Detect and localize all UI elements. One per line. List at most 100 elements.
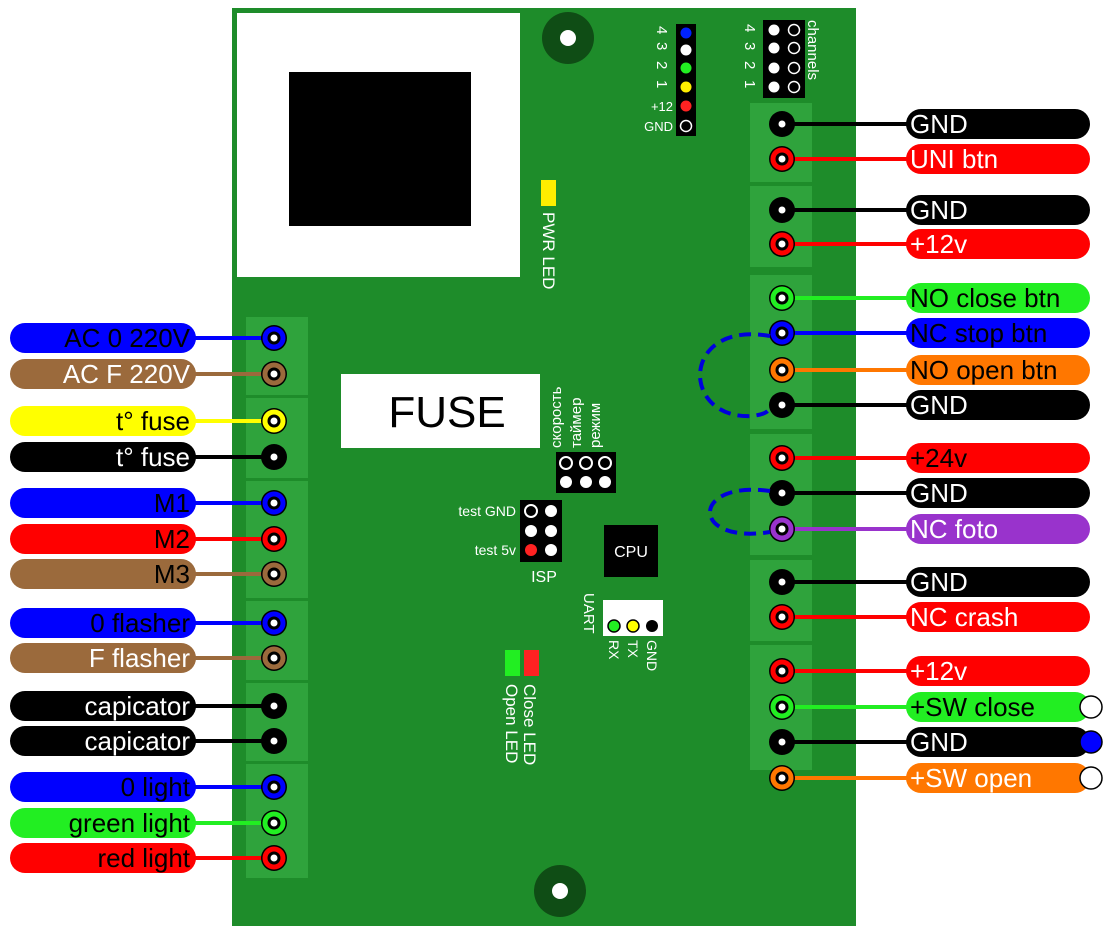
left-wire-tag <box>10 691 196 721</box>
right-screw-center <box>778 613 786 621</box>
right-screw-ring <box>770 393 794 417</box>
mode-header <box>556 452 616 493</box>
left-screw-center <box>270 570 278 578</box>
right-wire: +SW close <box>769 692 1090 722</box>
left-wire: AC F 220V <box>10 359 287 389</box>
radio-num-1: 1 <box>653 80 670 88</box>
right-wire-tag <box>906 602 1090 632</box>
radio-header <box>676 24 696 136</box>
right-wire-tag <box>906 144 1090 174</box>
left-wire-tag <box>10 524 196 554</box>
left-wire-tag <box>10 359 196 389</box>
sw-indicator-dot <box>1079 695 1103 719</box>
left-wire-tag <box>10 323 196 353</box>
left-wire-label: t° fuse <box>116 442 190 472</box>
left-wire-label: AC 0 220V <box>64 323 190 353</box>
right-screw-ring <box>770 358 794 382</box>
mode-label-mode: режим <box>587 403 604 448</box>
right-wire-label: GND <box>910 727 968 757</box>
isp-label: ISP <box>531 569 557 586</box>
left-screw-center <box>270 654 278 662</box>
left-wire: capicator <box>10 691 287 721</box>
radio-num-3: 3 <box>653 42 670 50</box>
close-led <box>524 650 539 676</box>
right-wire-label: UNI btn <box>910 144 998 174</box>
right-wire-label: GND <box>910 478 968 508</box>
left-wire-label: M3 <box>154 559 190 589</box>
right-screw-ring <box>770 147 794 171</box>
isp-header <box>520 500 562 562</box>
right-wire-tag <box>906 478 1090 508</box>
right-wire: +12v <box>769 656 1090 686</box>
left-screw-ring <box>262 729 286 753</box>
left-screw-ring <box>262 409 286 433</box>
left-screw-center <box>270 737 278 745</box>
mode-label-speed: скорость <box>548 386 565 448</box>
right-wire-tag <box>906 727 1090 757</box>
left-wire-tag <box>10 843 196 873</box>
right-wire-label: NC crash <box>910 602 1018 632</box>
left-screw-center <box>270 783 278 791</box>
radio-num-4: 4 <box>653 26 670 34</box>
right-wire-label: GND <box>910 390 968 420</box>
left-screw-center <box>270 417 278 425</box>
channel-num-2: 2 <box>741 61 758 69</box>
left-wire-label: capicator <box>85 691 191 721</box>
left-wire: AC 0 220V <box>10 323 287 353</box>
right-wire-label: +12v <box>910 656 967 686</box>
right-screw-center <box>778 206 786 214</box>
right-screw-center <box>778 525 786 533</box>
right-screw-ring <box>770 517 794 541</box>
left-wire: F flasher <box>10 643 287 673</box>
left-screw-ring <box>262 491 286 515</box>
left-screw-ring <box>262 562 286 586</box>
left-wire-tag <box>10 406 196 436</box>
right-wire-label: NO close btn <box>910 283 1060 313</box>
right-wire-label: +24v <box>910 443 967 473</box>
right-screw-center <box>778 667 786 675</box>
right-wire: +24v <box>769 443 1090 473</box>
right-wire-label: GND <box>910 109 968 139</box>
left-wire-tag <box>10 488 196 518</box>
channels-label: channels <box>804 20 821 80</box>
right-wire-label: NC foto <box>910 514 998 544</box>
right-wire-label: NO open btn <box>910 355 1057 385</box>
radio-gnd-label: GND <box>644 119 673 134</box>
left-wire: M2 <box>10 524 287 554</box>
right-screw-ring <box>770 730 794 754</box>
right-wire: NO open btn <box>769 355 1090 385</box>
pwr-led-label: PWR LED <box>539 212 558 289</box>
cpu-label: CPU <box>614 544 648 561</box>
left-wire-tag <box>10 608 196 638</box>
left-screw-center <box>270 535 278 543</box>
mounting-hole-top <box>542 12 594 64</box>
right-wire: GND <box>769 567 1090 597</box>
left-screw-ring <box>262 326 286 350</box>
right-wire-label: +SW close <box>910 692 1035 722</box>
left-wire-label: AC F 220V <box>63 359 191 389</box>
right-screw-center <box>778 294 786 302</box>
right-wire: +12v <box>769 229 1090 259</box>
right-screw-ring <box>770 198 794 222</box>
right-wire: NC crash <box>769 602 1090 632</box>
left-wire-tag <box>10 442 196 472</box>
right-screw-center <box>778 329 786 337</box>
uart-header <box>603 600 663 636</box>
fuse <box>341 374 540 448</box>
left-wire-label: M2 <box>154 524 190 554</box>
right-screw-ring <box>770 659 794 683</box>
left-wire-tag <box>10 808 196 838</box>
left-wire-label: green light <box>69 808 191 838</box>
right-wire-tag <box>906 195 1090 225</box>
right-screw-center <box>778 703 786 711</box>
right-screw-center <box>778 738 786 746</box>
right-screw-ring <box>770 695 794 719</box>
test-5v-label: test 5v <box>475 542 516 558</box>
left-screw-center <box>270 854 278 862</box>
right-wire: GND <box>769 478 1090 508</box>
right-wire: +SW open <box>769 763 1090 793</box>
left-wire-label: t° fuse <box>116 406 190 436</box>
close-led-label: Close LED <box>520 684 539 765</box>
left-screw-center <box>270 453 278 461</box>
